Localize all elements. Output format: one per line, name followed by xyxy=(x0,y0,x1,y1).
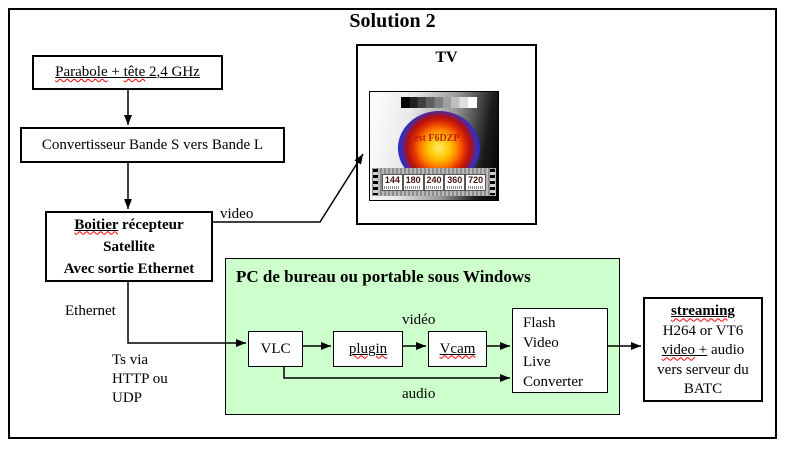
resolution-chip: 144 xyxy=(382,173,403,191)
test-pattern-caption: Test F6DZP xyxy=(408,133,460,144)
tv-label: TV xyxy=(435,49,458,66)
parabole-plus: + xyxy=(107,64,124,80)
streaming-line3-word: video xyxy=(661,342,696,359)
ethernet-label: Ethernet xyxy=(65,303,116,319)
parabole-word1: Parabole xyxy=(55,64,108,80)
vlc-box: VLC xyxy=(248,331,303,367)
boitier-line1: Boitier récepteur xyxy=(74,214,183,236)
streaming-line3-rest: audio xyxy=(707,342,745,359)
video-label: video xyxy=(220,206,254,222)
barcode-right xyxy=(490,169,495,195)
resolution-chip: 360 xyxy=(444,173,466,191)
ts-line2: HTTP ou xyxy=(112,371,168,387)
convertisseur-box: Convertisseur Bande S vers Bande L xyxy=(20,127,285,163)
resolution-bar: 144 180 240 360 720 xyxy=(372,168,496,196)
parabole-box: Parabole + tête 2,4 GHz xyxy=(32,55,223,90)
micro-text xyxy=(384,185,401,189)
ts-line1: Ts via xyxy=(112,352,149,368)
plugin-label-wrap: plugin xyxy=(349,339,387,360)
page-title: Solution 2 xyxy=(349,10,436,32)
resolution-chip-value: 240 xyxy=(426,174,442,185)
boitier-word1: Boitier xyxy=(74,216,119,233)
ts-label: Ts via HTTP ou UDP xyxy=(112,351,168,408)
resolution-chip-value: 720 xyxy=(468,174,484,185)
boitier-line3: Avec sortie Ethernet xyxy=(63,260,195,277)
converter-line: Flash xyxy=(523,315,556,331)
plugin-box: plugin xyxy=(333,331,403,367)
streaming-line3-plus: + xyxy=(695,342,708,359)
resolution-chip: 180 xyxy=(402,173,424,191)
micro-text xyxy=(426,185,442,189)
resolution-chip: 720 xyxy=(465,173,486,191)
resolution-chip-value: 144 xyxy=(384,174,400,185)
vcam-label: Vcam xyxy=(439,340,476,357)
converter-line: Live xyxy=(523,354,551,370)
outer-frame xyxy=(8,8,777,439)
streaming-line2: H264 or VT6 xyxy=(662,322,744,339)
parabole-rest: 2,4 GHz xyxy=(145,64,200,80)
flash-video-live-converter-box: Flash Video Live Converter xyxy=(512,308,608,393)
boitier-line1-rest: récepteur xyxy=(118,216,184,233)
converter-line: Converter xyxy=(523,373,583,390)
resolution-chip-value: 360 xyxy=(447,174,463,185)
barcode-left xyxy=(373,169,378,195)
streaming-line3: video + audio xyxy=(662,341,745,361)
pc-windows-title: PC de bureau ou portable sous Windows xyxy=(236,267,531,286)
resolution-chip-value: 180 xyxy=(405,174,421,185)
grayscale-step-bar xyxy=(401,97,477,108)
vcam-box: Vcam xyxy=(428,331,487,367)
micro-text xyxy=(467,185,484,189)
streaming-line5: BATC xyxy=(683,381,723,398)
streaming-title-wrap: streaming xyxy=(671,302,735,322)
converter-line: Video xyxy=(523,334,559,351)
boitier-recepteur-box: Boitier récepteur Satellite Avec sortie … xyxy=(45,211,213,282)
streaming-line4: vers serveur du xyxy=(657,361,749,378)
boitier-line2: Satellite xyxy=(103,238,155,255)
streaming-title: streaming xyxy=(671,303,735,320)
parabole-word2: tête xyxy=(123,64,146,80)
audio-label: audio xyxy=(402,386,436,402)
parabole-label: Parabole + tête 2,4 GHz xyxy=(55,62,200,83)
plugin-label: plugin xyxy=(348,340,388,357)
convertisseur-label: Convertisseur Bande S vers Bande L xyxy=(41,136,264,153)
micro-text xyxy=(446,185,463,189)
tv-test-pattern-image: Test F6DZP 144 180 240 360 xyxy=(369,91,499,201)
micro-text xyxy=(405,185,422,189)
vlc-label: VLC xyxy=(260,340,291,357)
streaming-box: streaming H264 or VT6 video + audio vers… xyxy=(643,297,763,402)
resolution-chip: 240 xyxy=(423,173,445,191)
vcam-label-wrap: Vcam xyxy=(440,339,476,360)
video-fr-label: vidéo xyxy=(402,312,436,328)
ts-line3: UDP xyxy=(112,390,143,406)
tv-box: TV Test F6DZP 144 180 240 xyxy=(356,44,537,225)
